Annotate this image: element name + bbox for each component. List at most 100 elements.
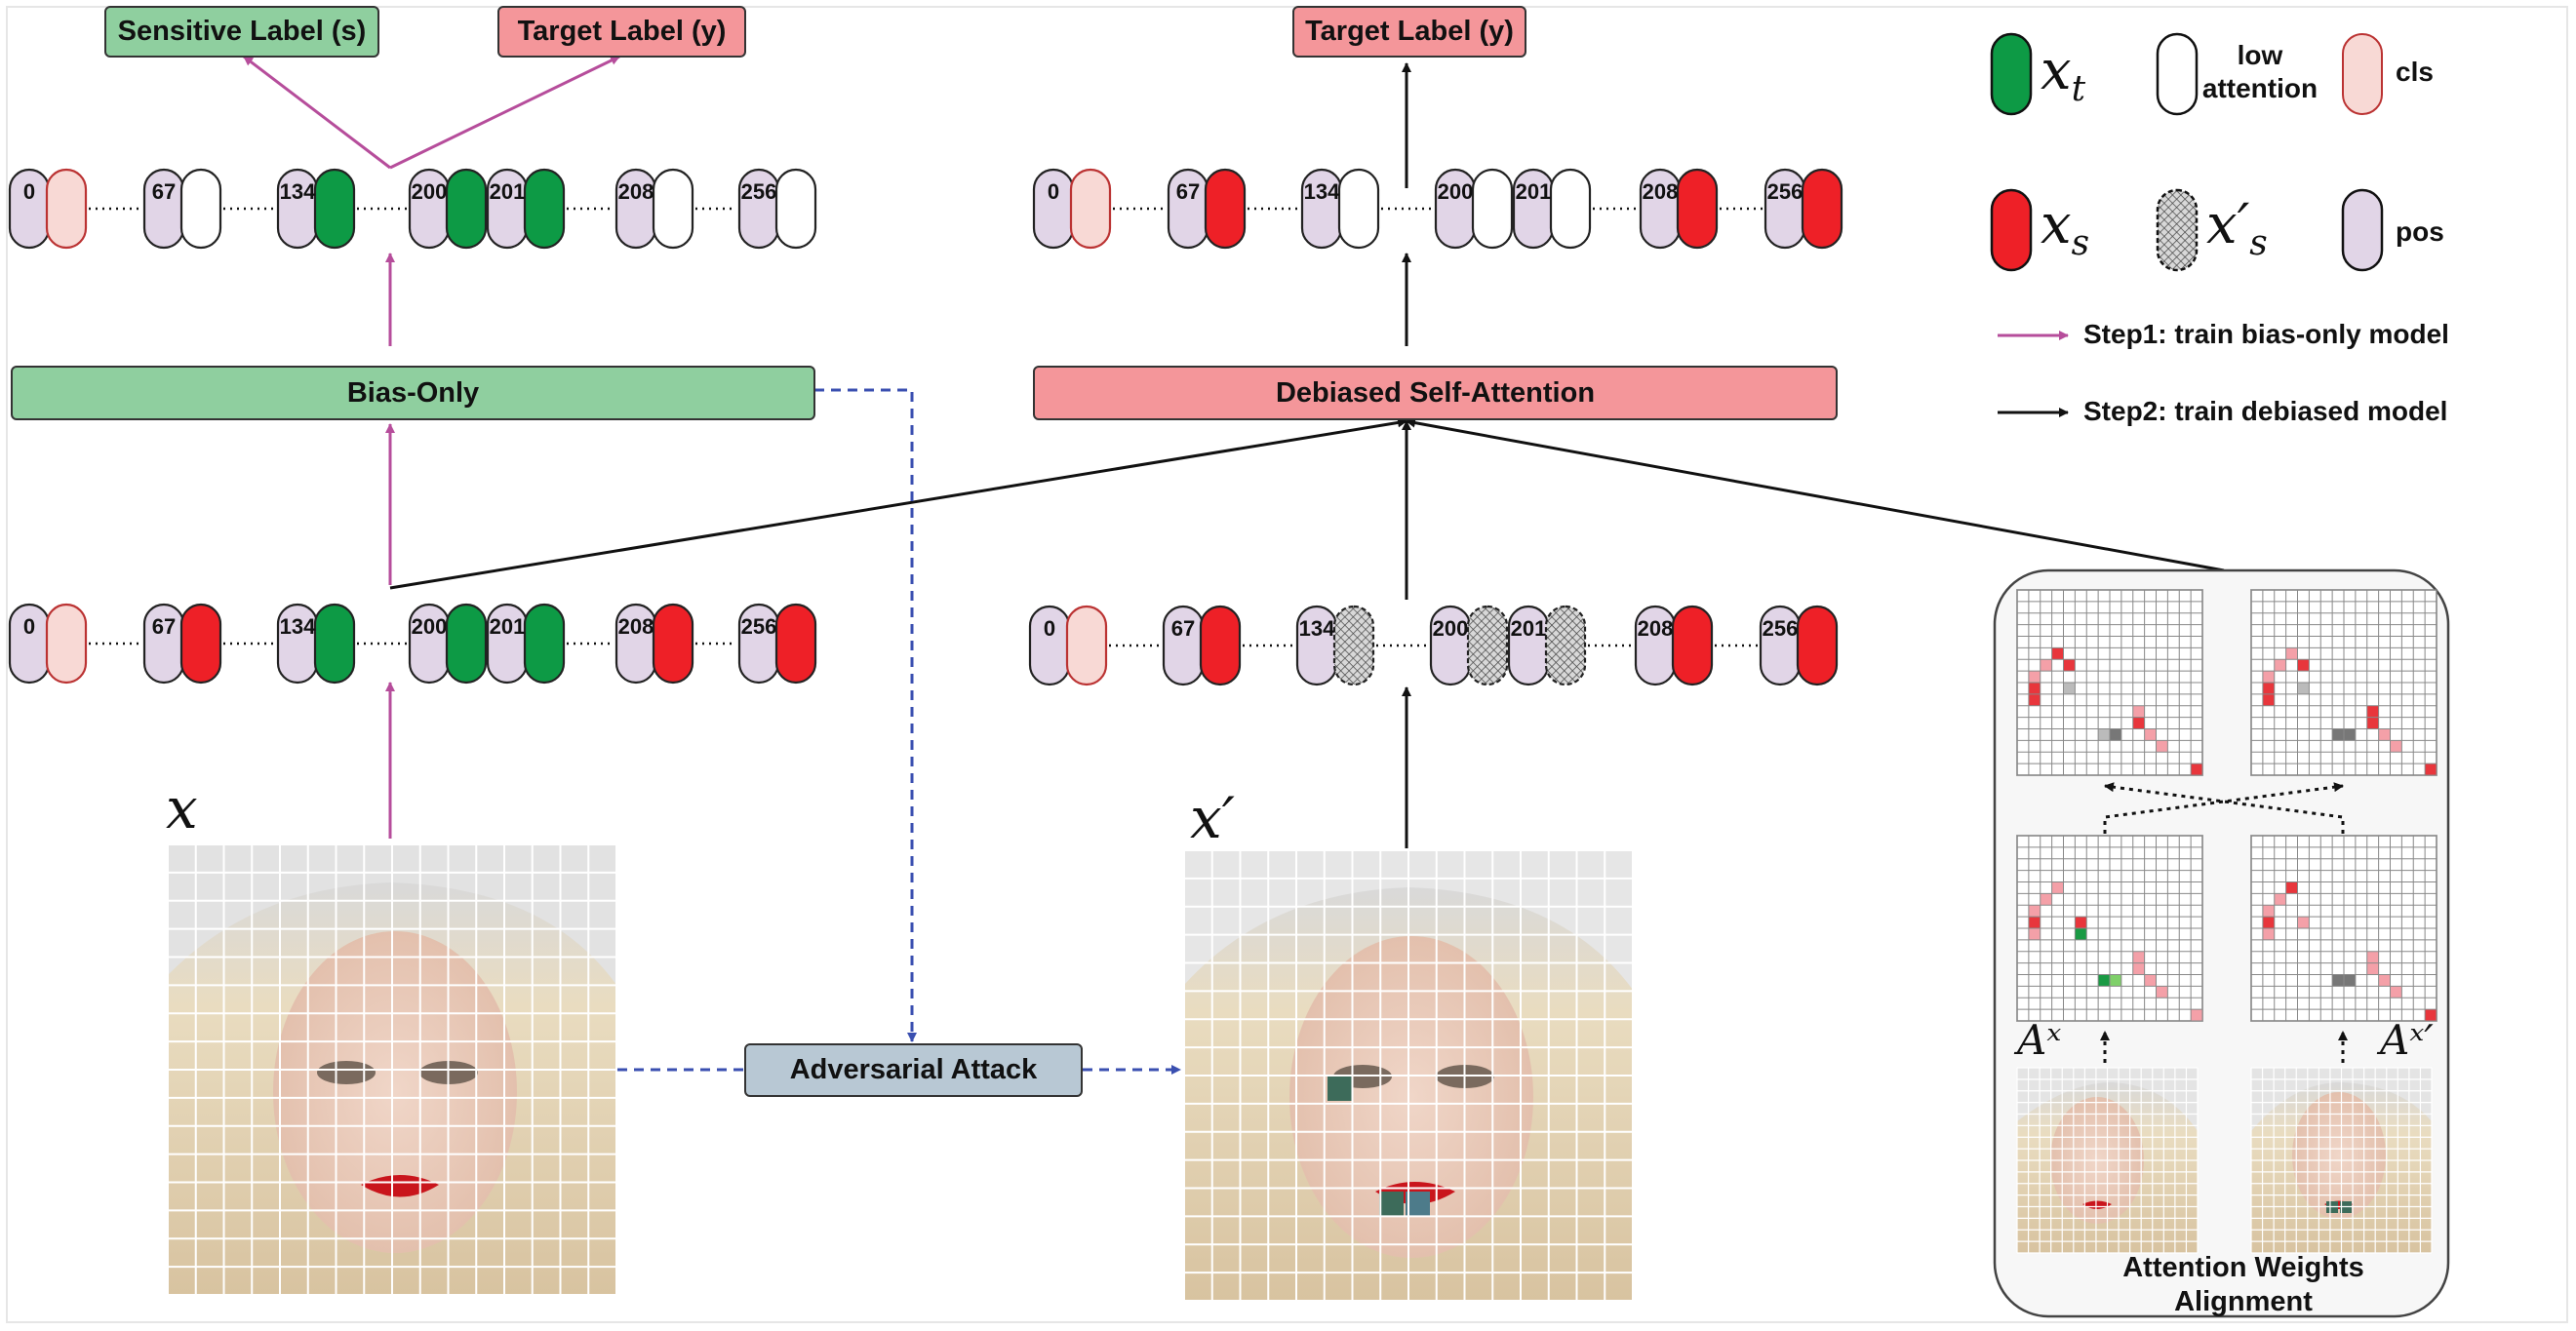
attention-matrix xyxy=(2250,835,2437,1022)
position-index: 208 xyxy=(1643,179,1679,204)
debiased-input-token-256: 256 xyxy=(1759,605,1839,686)
debiased-input-token-134: 134 xyxy=(1295,605,1375,686)
debiased-output-token-208: 208 xyxy=(1639,168,1719,250)
legend-pos-swatch xyxy=(2341,188,2384,272)
patch-token xyxy=(1332,605,1375,686)
position-index: 256 xyxy=(741,179,777,204)
patch-token xyxy=(523,168,566,250)
thumbnail-x xyxy=(2016,1067,2199,1254)
x-symbol: x xyxy=(166,775,198,842)
legend-xs-subscript: s xyxy=(2071,223,2090,264)
patch-token xyxy=(1065,605,1108,686)
sensitive-label-box: Sensitive Label (s) xyxy=(104,6,379,58)
patch-token xyxy=(774,168,817,250)
bias-output-token-256: 256 xyxy=(737,168,817,250)
bias-output-token-67: 67 xyxy=(142,168,222,250)
position-index: 134 xyxy=(1299,616,1335,641)
patch-token xyxy=(445,168,488,250)
legend-xt-subscript: t xyxy=(2071,69,2086,110)
patch-token xyxy=(445,603,488,685)
patch-token xyxy=(313,603,356,685)
patch-token xyxy=(1466,605,1509,686)
debiased-output-token-134: 134 xyxy=(1300,168,1380,250)
position-index: 0 xyxy=(23,614,35,639)
patch-token xyxy=(1069,168,1112,250)
bias-output-token-134: 134 xyxy=(276,168,356,250)
patch-token xyxy=(1199,605,1242,686)
bias-output-token-208: 208 xyxy=(614,168,694,250)
position-index: 67 xyxy=(1176,179,1200,204)
position-index: 0 xyxy=(23,179,35,204)
patch-grid-x-prime xyxy=(1183,849,1634,1302)
attention-alignment-panel xyxy=(1993,568,2450,1318)
debiased-input-token-67: 67 xyxy=(1162,605,1242,686)
patch-token xyxy=(313,168,356,250)
patch-token xyxy=(523,603,566,685)
A-x-prime-symbol: Aˣ′ xyxy=(2380,1016,2434,1064)
position-index: 134 xyxy=(280,614,316,639)
legend-cls-label: cls xyxy=(2396,57,2434,87)
bias-only-box: Bias-Only xyxy=(11,366,815,420)
debiased-input-token-201: 201 xyxy=(1507,605,1587,686)
patch-token xyxy=(1471,168,1514,250)
position-index: 200 xyxy=(1433,616,1469,641)
bias-output-token-200: 200 xyxy=(408,168,488,250)
bias-input-token-208: 208 xyxy=(614,603,694,685)
bias-input-token-200: 200 xyxy=(408,603,488,685)
position-index: 67 xyxy=(152,614,176,639)
patch-token xyxy=(1676,168,1719,250)
patch-token xyxy=(1796,605,1839,686)
debiased-output-token-201: 201 xyxy=(1512,168,1592,250)
position-index: 208 xyxy=(618,179,654,204)
position-index: 208 xyxy=(1638,616,1674,641)
debiased-output-token-200: 200 xyxy=(1434,168,1514,250)
patch-token xyxy=(774,603,817,685)
legend-xs-prime-swatch xyxy=(2156,188,2199,272)
legend-step1-label: Step1: train bias-only model xyxy=(2083,319,2449,349)
debiased-output-token-67: 67 xyxy=(1167,168,1247,250)
bias-output-token-201: 201 xyxy=(486,168,566,250)
patch-token xyxy=(652,603,694,685)
position-index: 134 xyxy=(1304,179,1340,204)
legend-xs-prime-subscript: s xyxy=(2249,223,2268,264)
position-index: 200 xyxy=(1438,179,1474,204)
legend-xt-swatch xyxy=(1990,32,2033,116)
legend xyxy=(1990,32,2384,417)
patch-token xyxy=(1337,168,1380,250)
patch-token xyxy=(652,168,694,250)
figure-frame xyxy=(6,6,2568,1323)
patch-token xyxy=(179,168,222,250)
patch-token xyxy=(45,168,88,250)
attention-matrix xyxy=(2250,589,2437,776)
bias-input-token-134: 134 xyxy=(276,603,356,685)
position-index: 201 xyxy=(490,614,526,639)
legend-low-attention-label: low attention xyxy=(2201,40,2318,103)
legend-xt-label: xt xyxy=(2041,39,2086,110)
input-image-x xyxy=(167,843,617,1296)
attention-matrix xyxy=(2016,835,2203,1022)
position-index: 201 xyxy=(490,179,526,204)
bias-input-token-0: 0 xyxy=(8,603,88,685)
position-index: 256 xyxy=(741,614,777,639)
position-index: 200 xyxy=(412,179,448,204)
legend-step2-label: Step2: train debiased model xyxy=(2083,396,2448,426)
legend-pos-label: pos xyxy=(2396,216,2444,247)
patch-token xyxy=(1549,168,1592,250)
token-row-bias-output: 0 67 134 200 201 208 256 xyxy=(8,168,817,250)
debiased-input-token-208: 208 xyxy=(1634,605,1714,686)
position-index: 201 xyxy=(1511,616,1547,641)
position-index: 256 xyxy=(1763,616,1799,641)
legend-low-attention-swatch xyxy=(2156,32,2199,116)
position-index: 200 xyxy=(412,614,448,639)
patch-token xyxy=(1801,168,1843,250)
attention-matrix xyxy=(2016,589,2203,776)
debiased-output-token-0: 0 xyxy=(1032,168,1112,250)
attention-alignment-caption: Attention Weights Alignment xyxy=(2122,1252,2364,1317)
patch-token xyxy=(179,603,222,685)
bias-input-token-67: 67 xyxy=(142,603,222,685)
patch-token xyxy=(45,603,88,685)
adversarial-attack-box: Adversarial Attack xyxy=(744,1043,1083,1097)
